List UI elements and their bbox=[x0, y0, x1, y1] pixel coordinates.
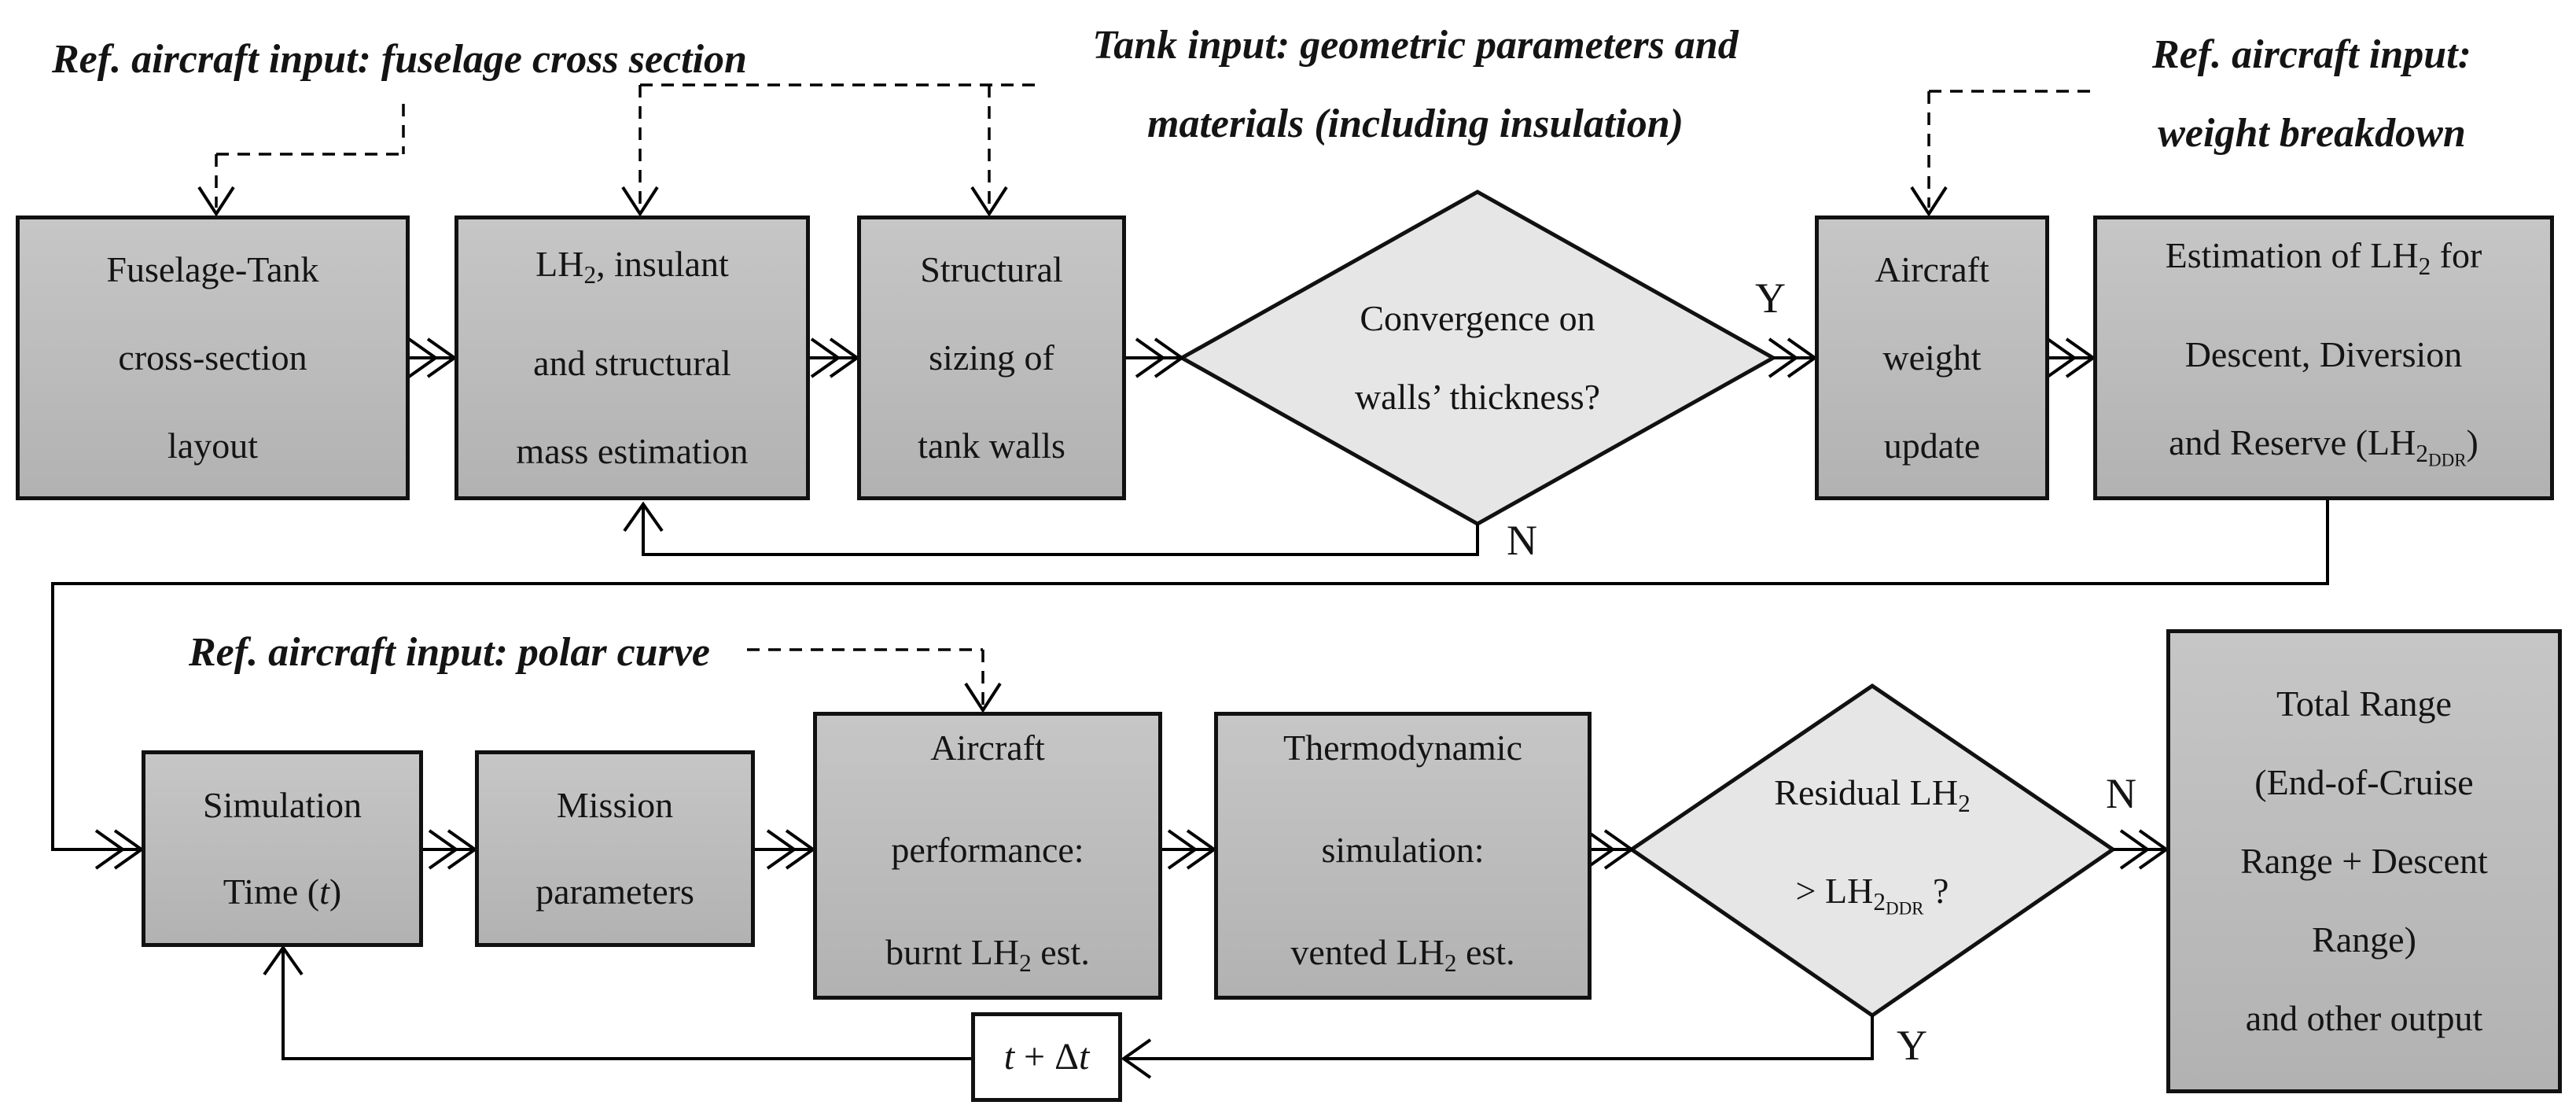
branch-label-convergence-yes: Y bbox=[1755, 274, 1786, 322]
node-time-step: t + Δt bbox=[971, 1012, 1122, 1102]
flow-lines bbox=[51, 356, 2329, 1060]
label-fuselage-input: Ref. aircraft input: fuselage cross sect… bbox=[52, 37, 747, 82]
label-polar-input: Ref. aircraft input: polar curve bbox=[189, 630, 710, 675]
branch-label-residual-no: N bbox=[2106, 770, 2136, 817]
arrowheads bbox=[94, 337, 2169, 1079]
branch-label-convergence-no: N bbox=[1507, 517, 1537, 564]
branch-label-residual-yes: Y bbox=[1897, 1022, 1927, 1069]
label-weight-input: Ref. aircraft input:weight breakdown bbox=[2152, 32, 2471, 156]
input-dashed-lines bbox=[197, 83, 2095, 713]
node-residual-decision: Residual LH2> LH2DDR ? bbox=[1774, 772, 1971, 919]
